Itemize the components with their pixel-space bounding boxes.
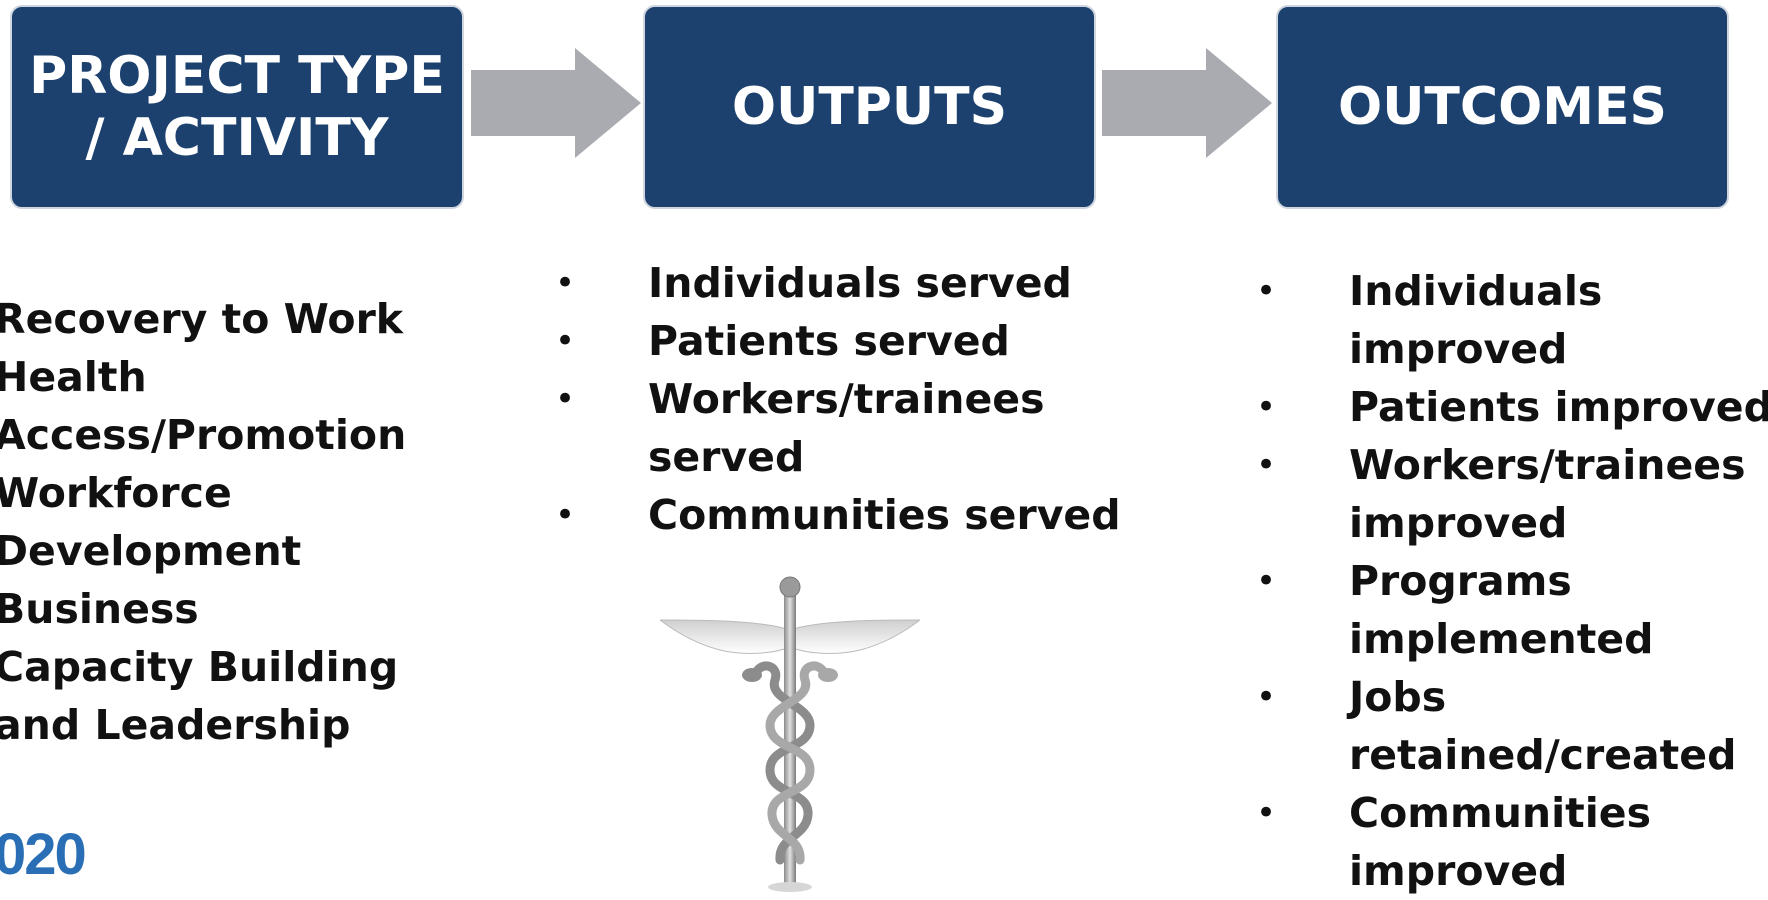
- bullet-icon: •: [1256, 445, 1277, 485]
- outcome-label: Workers/trainees improved: [1349, 441, 1746, 547]
- outcome-item: • Programs implemented: [1256, 552, 1659, 668]
- project-type-box: PROJECT TYPE / ACTIVITY: [10, 5, 464, 209]
- right-arrow-icon: [471, 48, 641, 158]
- right-arrow-icon: [1102, 48, 1272, 158]
- output-item: • Communities served: [555, 486, 1168, 544]
- activity-item: Business: [0, 585, 199, 633]
- bullet-icon: •: [1256, 271, 1277, 311]
- bullet-icon: •: [1256, 387, 1277, 427]
- outputs-list: • Individuals served • Patients served • Wo…: [555, 254, 1168, 544]
- activity-item: Capacity Building: [0, 643, 399, 691]
- bullet-icon: •: [1256, 677, 1277, 717]
- outcome-label: Programs implemented: [1349, 557, 1654, 663]
- bullet-icon: •: [555, 495, 576, 535]
- output-item: • Patients served: [555, 312, 1168, 370]
- outcome-label: Jobs retained/created: [1349, 673, 1737, 779]
- bullet-icon: •: [1256, 793, 1277, 833]
- outcome-item: • Patients improved: [1256, 378, 1768, 436]
- outcome-label: Patients improved: [1349, 383, 1768, 431]
- outcome-label: Communities improved: [1349, 789, 1651, 895]
- activity-item: Development: [0, 527, 302, 575]
- activity-item: Access/Promotion: [0, 411, 407, 459]
- outcome-label: Individuals improved: [1349, 267, 1603, 373]
- outcomes-title: OUTCOMES: [1338, 77, 1667, 137]
- outcome-item: • Individuals improved: [1256, 262, 1639, 378]
- bullet-icon: •: [555, 263, 576, 303]
- bullet-icon: •: [555, 321, 576, 361]
- outcome-item: • Communities improved: [1256, 784, 1651, 900]
- activity-item: Health: [0, 353, 147, 401]
- logo-fragment: 020: [0, 822, 87, 887]
- activity-item: Workforce: [0, 469, 232, 517]
- outputs-title: OUTPUTS: [731, 77, 1008, 137]
- output-label: Communities served: [648, 491, 1121, 539]
- outcomes-list: • Individuals improved • Patients improved…: [1256, 262, 1768, 900]
- output-label: Patients served: [648, 317, 1010, 365]
- project-type-title: PROJECT TYPE / ACTIVITY: [29, 46, 445, 168]
- bullet-icon: •: [555, 379, 576, 419]
- activity-list: Recovery to Work Health Access/Promotion…: [0, 290, 434, 754]
- outcome-item: • Workers/trainees improved: [1256, 436, 1745, 552]
- outcome-item: • Jobs retained/created: [1256, 668, 1736, 784]
- activity-item: Recovery to Work: [0, 295, 404, 343]
- outputs-box: OUTPUTS: [643, 5, 1096, 209]
- caduceus-icon: [660, 576, 920, 892]
- bullet-icon: •: [1256, 561, 1277, 601]
- activity-item: and Leadership: [0, 701, 351, 749]
- output-label: Workers/trainees served: [648, 375, 1045, 481]
- output-item: • Individuals served: [555, 254, 1168, 312]
- output-item: • Workers/trainees served: [555, 370, 1044, 486]
- outcomes-box: OUTCOMES: [1276, 5, 1729, 209]
- output-label: Individuals served: [648, 259, 1072, 307]
